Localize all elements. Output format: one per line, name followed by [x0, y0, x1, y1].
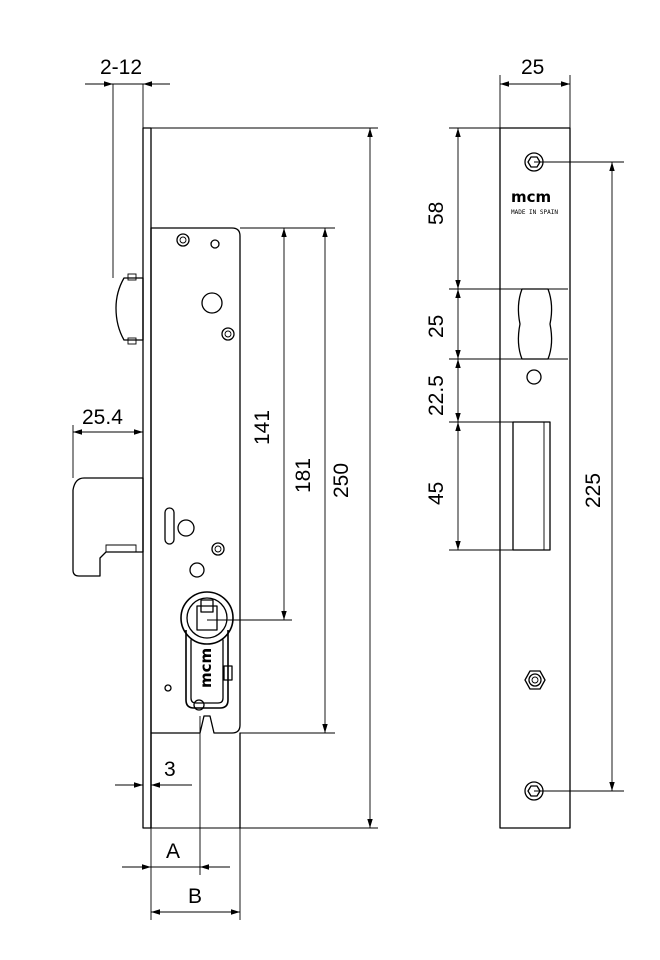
- front-plate: [142, 127, 152, 829]
- follower-hub: [201, 292, 223, 314]
- dim-latch-projection-label: 25.4: [82, 406, 123, 429]
- screw-hole-bottom: [193, 699, 205, 711]
- hole-small: [210, 239, 220, 249]
- dim-backset: 2-12: [85, 56, 170, 278]
- screw-hole-mid: [221, 327, 235, 341]
- dim-b: B: [150, 828, 241, 920]
- dim-edge-inset: 3: [115, 758, 192, 788]
- deadbolt: [72, 477, 144, 577]
- dim-vertical-chain: 58 25 22.5 45: [425, 127, 568, 551]
- dim-b-label: B: [188, 885, 202, 908]
- screw-hole-lower: [211, 542, 225, 556]
- dim-total-height: [151, 127, 378, 829]
- front-view: mcm MADE IN SPAIN: [499, 127, 571, 829]
- case-lower-extension: [150, 732, 241, 829]
- faceplate-brand-logo: mcm: [511, 188, 551, 206]
- faceplate: [499, 127, 571, 829]
- dim-screw-spacing: 225: [534, 161, 624, 792]
- latch-bolt: [115, 277, 144, 341]
- screw-hole-top: [176, 233, 190, 247]
- dim-top-to-latch-label: 58: [425, 202, 448, 225]
- hole-tiny: [164, 684, 172, 692]
- dim-screw-spacing-label: 225: [582, 473, 605, 508]
- dim-top-to-cylinder-label: 141: [251, 410, 274, 445]
- lock-case: [150, 227, 241, 734]
- faceplate-nut: [524, 670, 546, 690]
- dim-edge-inset-label: 3: [164, 758, 176, 781]
- dim-bolt-height-label: 45: [425, 482, 448, 505]
- dim-a: A: [122, 716, 230, 875]
- cylinder-profile: [180, 591, 234, 709]
- dim-lock-body-height-label: 250: [330, 463, 353, 498]
- faceplate-small-hole: [526, 369, 542, 385]
- dim-faceplate-width: 25: [499, 56, 571, 128]
- dim-faceplate-width-label: 25: [521, 56, 544, 79]
- dim-latch-height-label: 25: [425, 315, 448, 338]
- cylinder-brand-logo: mcm: [197, 648, 215, 688]
- side-view: mcm: [72, 127, 241, 829]
- made-in-spain-label: MADE IN SPAIN: [511, 209, 558, 216]
- dim-backset-label: 2-12: [100, 56, 142, 79]
- dim-case-height-label: 181: [292, 458, 315, 493]
- slot: [164, 507, 175, 545]
- dim-case-height: 250: [240, 227, 353, 734]
- hole-lower-a: [177, 519, 195, 537]
- dim-a-label: A: [166, 840, 180, 863]
- faceplate-latch: [517, 288, 553, 360]
- dim-top-to-cylinder: 141 181: [207, 228, 315, 621]
- hole-lower-b: [189, 562, 205, 578]
- dim-latch-projection: 25.4: [72, 406, 143, 478]
- dim-latch-to-bolt-label: 22.5: [425, 375, 448, 416]
